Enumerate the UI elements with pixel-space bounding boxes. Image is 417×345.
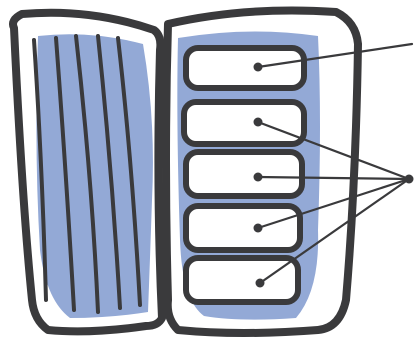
shelf-5: [186, 258, 298, 302]
shelf-3: [186, 152, 302, 196]
shelf-1: [186, 48, 304, 88]
shelf-2: [184, 102, 304, 144]
shelf-4: [186, 206, 300, 250]
